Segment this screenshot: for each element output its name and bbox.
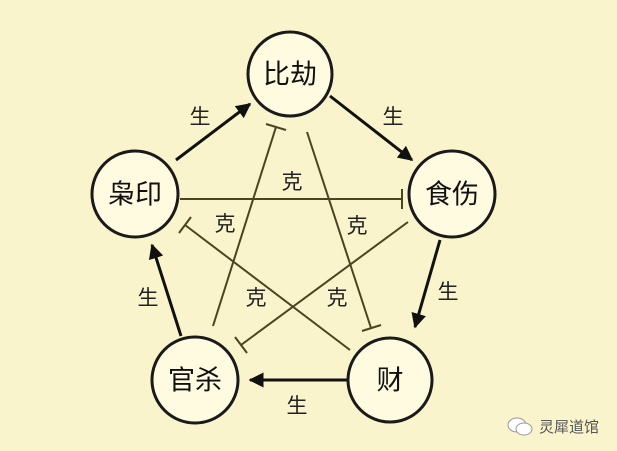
node-label: 官杀 <box>168 366 222 397</box>
label-control: 克 <box>347 214 368 238</box>
label-generate: 生 <box>190 105 211 129</box>
watermark: 灵犀道馆 <box>507 416 599 437</box>
watermark-text: 灵犀道馆 <box>538 418 599 436</box>
label-generate: 生 <box>287 394 308 418</box>
arrow-guansha-to-xiaoyin <box>148 243 183 337</box>
control-shishang-guansha <box>234 221 409 354</box>
label-generate: 生 <box>438 280 459 304</box>
control-cai-xiaoyin <box>178 216 351 351</box>
node-bijie: 比劫 <box>246 30 334 118</box>
arrow-shishang-to-cai <box>411 239 442 329</box>
node-xiaoyin: 枭印 <box>90 149 180 239</box>
label-control: 克 <box>327 286 348 310</box>
control-xiaoyin-shishang <box>180 189 403 209</box>
control-guansha-bijie <box>212 123 287 327</box>
label-control: 克 <box>282 170 303 194</box>
node-label: 财 <box>377 366 404 397</box>
label-generate: 生 <box>138 286 159 310</box>
label-control: 克 <box>215 212 236 236</box>
node-guansha: 官杀 <box>150 335 240 425</box>
control-bijie-cai <box>306 131 382 332</box>
arrow-xiaoyin-to-bijie <box>175 102 252 162</box>
node-label: 食伤 <box>425 180 479 211</box>
label-control: 克 <box>246 286 267 310</box>
node-label: 枭印 <box>108 180 162 211</box>
label-generate: 生 <box>383 105 404 129</box>
node-label: 比劫 <box>263 60 317 91</box>
node-cai: 财 <box>346 336 434 424</box>
node-shishang: 食伤 <box>407 149 497 239</box>
wechat-icon <box>507 417 533 437</box>
arrow-bijie-to-shishang <box>329 94 414 162</box>
